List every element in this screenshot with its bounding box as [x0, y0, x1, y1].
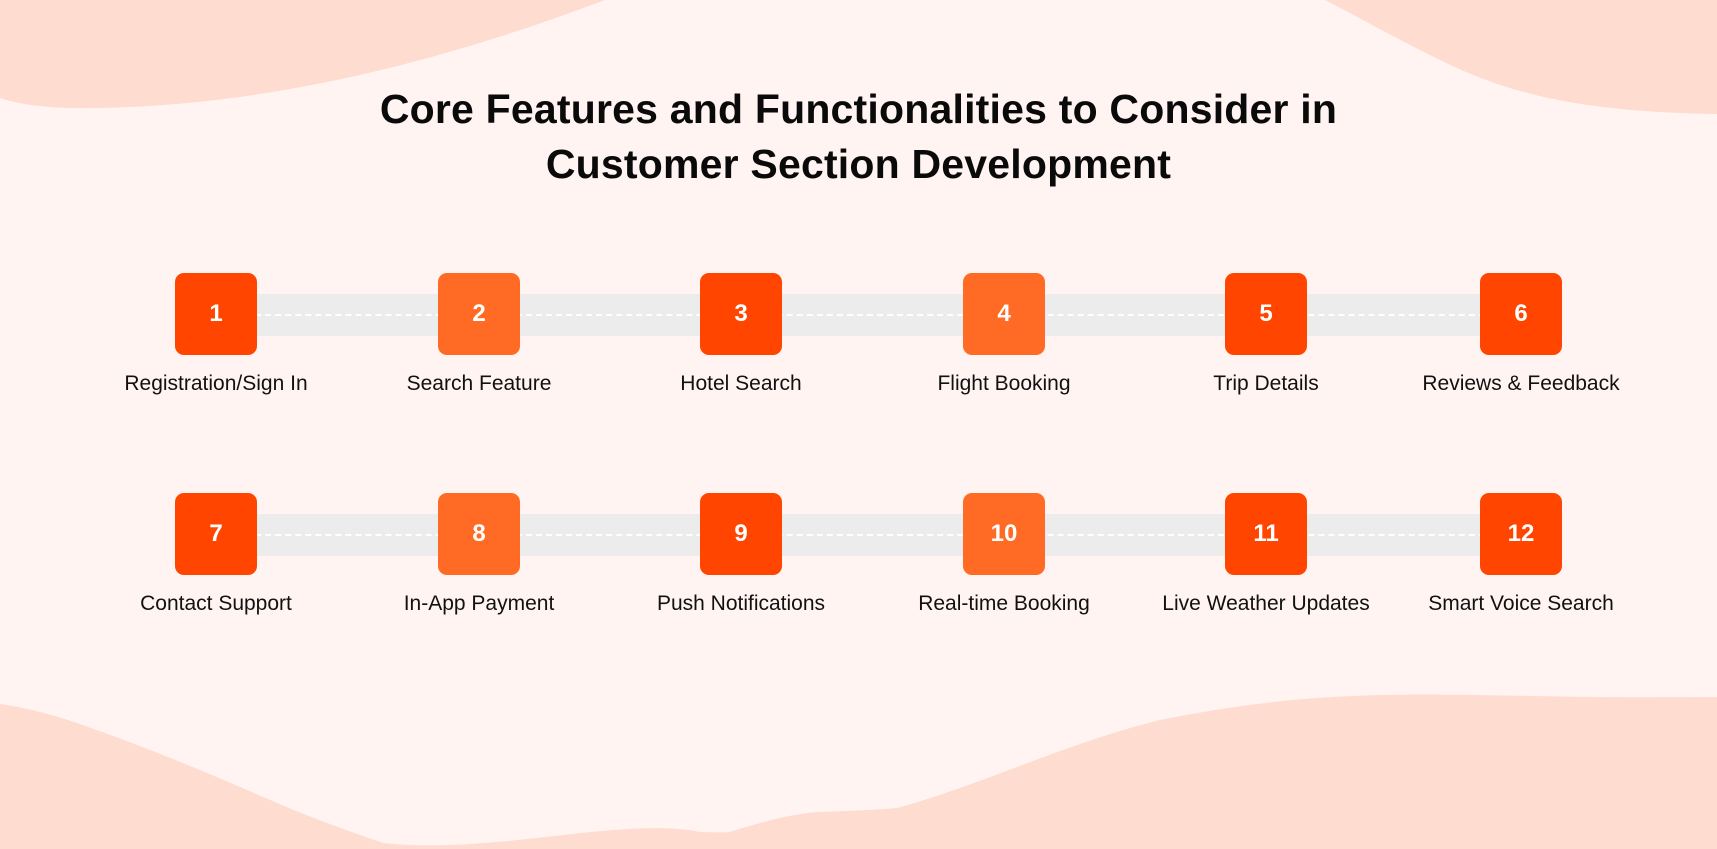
dashed-line	[215, 314, 1525, 316]
step-number-badge: 6	[1480, 273, 1562, 355]
step-number-badge: 2	[438, 273, 520, 355]
step-label: Search Feature	[406, 372, 552, 395]
step-number-badge: 9	[700, 493, 782, 575]
step-number-badge: 4	[963, 273, 1045, 355]
page-title: Core Features and Functionalities to Con…	[0, 82, 1717, 192]
step-label: Push Notifications	[656, 592, 826, 615]
step-label: Live Weather Updates	[1162, 592, 1370, 615]
step-label: Contact Support	[140, 592, 292, 615]
connector-track	[215, 294, 1525, 336]
step-label: Registration/Sign In	[124, 372, 308, 395]
step-label: Flight Booking	[937, 372, 1071, 395]
dashed-line	[215, 534, 1525, 536]
feature-row-1: 1 Registration/Sign In 2 Search Feature …	[0, 273, 1717, 413]
step-number-badge: 10	[963, 493, 1045, 575]
step-number-badge: 3	[700, 273, 782, 355]
bottom-wave-fill	[0, 697, 1717, 849]
step-number-badge: 5	[1225, 273, 1307, 355]
top-left-wave	[0, 0, 605, 109]
step-number-badge: 12	[1480, 493, 1562, 575]
step-number-badge: 11	[1225, 493, 1307, 575]
step-number-badge: 7	[175, 493, 257, 575]
step-label: Reviews & Feedback	[1422, 372, 1620, 395]
step-label: In-App Payment	[403, 592, 555, 615]
feature-row-2: 7 Contact Support 8 In-App Payment 9 Pus…	[0, 493, 1717, 633]
step-number-badge: 1	[175, 273, 257, 355]
title-line-1: Core Features and Functionalities to Con…	[379, 86, 1338, 132]
step-label: Trip Details	[1213, 372, 1319, 395]
step-label: Real-time Booking	[918, 592, 1090, 615]
title-line-2: Customer Section Development	[545, 141, 1172, 187]
step-label: Smart Voice Search	[1428, 592, 1614, 615]
step-label: Hotel Search	[680, 372, 802, 395]
top-right-wave	[1325, 0, 1717, 114]
step-number-badge: 8	[438, 493, 520, 575]
connector-track	[215, 514, 1525, 556]
